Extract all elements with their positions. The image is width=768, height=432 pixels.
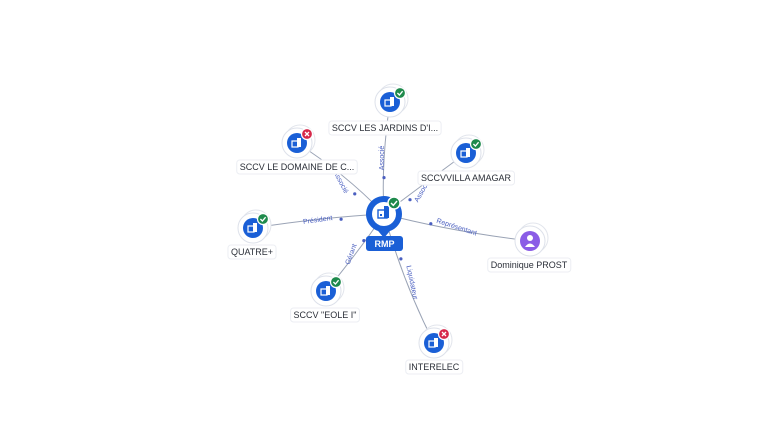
building-icon — [456, 143, 476, 163]
graph-node-n6[interactable]: SCCV "EOLE I" — [290, 272, 360, 323]
node-label-background — [405, 359, 464, 375]
close-badge-icon — [300, 127, 314, 141]
node-label-background — [290, 307, 360, 323]
node-label: SCCV LES JARDINS D'I... — [332, 123, 438, 133]
graph-node-n4[interactable]: QUATRE+ — [227, 209, 277, 260]
edge-arrow — [353, 192, 357, 196]
center-node[interactable]: RMP — [365, 196, 403, 251]
edge-arrow — [382, 176, 386, 180]
edge-arrow — [362, 239, 366, 243]
node-label-background — [328, 120, 442, 136]
edge-label: Président — [303, 215, 333, 226]
edge-arrow — [429, 222, 433, 226]
node-label: SCCV "EOLE I" — [294, 310, 357, 320]
center-label: RMP — [375, 239, 395, 249]
graph-node-n2[interactable]: SCCV LE DOMAINE DE C... — [236, 124, 358, 175]
node-label-background — [236, 159, 358, 175]
node-label-background — [227, 244, 277, 260]
close-badge-icon — [437, 327, 451, 341]
check-badge-icon — [256, 212, 270, 226]
check-badge-icon — [329, 275, 343, 289]
graph-node-n5[interactable]: Dominique PROST — [487, 222, 572, 273]
person-icon — [520, 231, 540, 251]
graph-node-n7[interactable]: INTERELEC — [405, 324, 464, 375]
building-icon — [424, 333, 444, 353]
building-icon — [380, 92, 400, 112]
node-label-background — [487, 257, 572, 273]
node-label: INTERELEC — [409, 362, 460, 372]
edge-label: Associé — [379, 146, 386, 171]
graph-node-n3[interactable]: SCCVVILLA AMAGAR — [417, 134, 516, 186]
building-icon — [316, 281, 336, 301]
edge-label: Gérant — [345, 243, 359, 266]
node-label: QUATRE+ — [231, 247, 273, 257]
edge-arrow — [399, 257, 403, 261]
check-badge-icon — [387, 196, 401, 210]
building-icon — [377, 206, 389, 219]
graph-node-n1[interactable]: SCCV LES JARDINS D'I... — [328, 83, 442, 136]
node-label: Dominique PROST — [491, 260, 568, 270]
check-badge-icon — [469, 137, 483, 151]
check-badge-icon — [393, 86, 407, 100]
edge-arrow — [408, 198, 412, 202]
node-label-background — [417, 170, 516, 186]
building-icon — [287, 133, 307, 153]
building-icon — [243, 218, 263, 238]
node-label: SCCV LE DOMAINE DE C... — [240, 162, 355, 172]
edge-arrow — [339, 217, 343, 221]
node-label: SCCVVILLA AMAGAR — [421, 173, 512, 183]
